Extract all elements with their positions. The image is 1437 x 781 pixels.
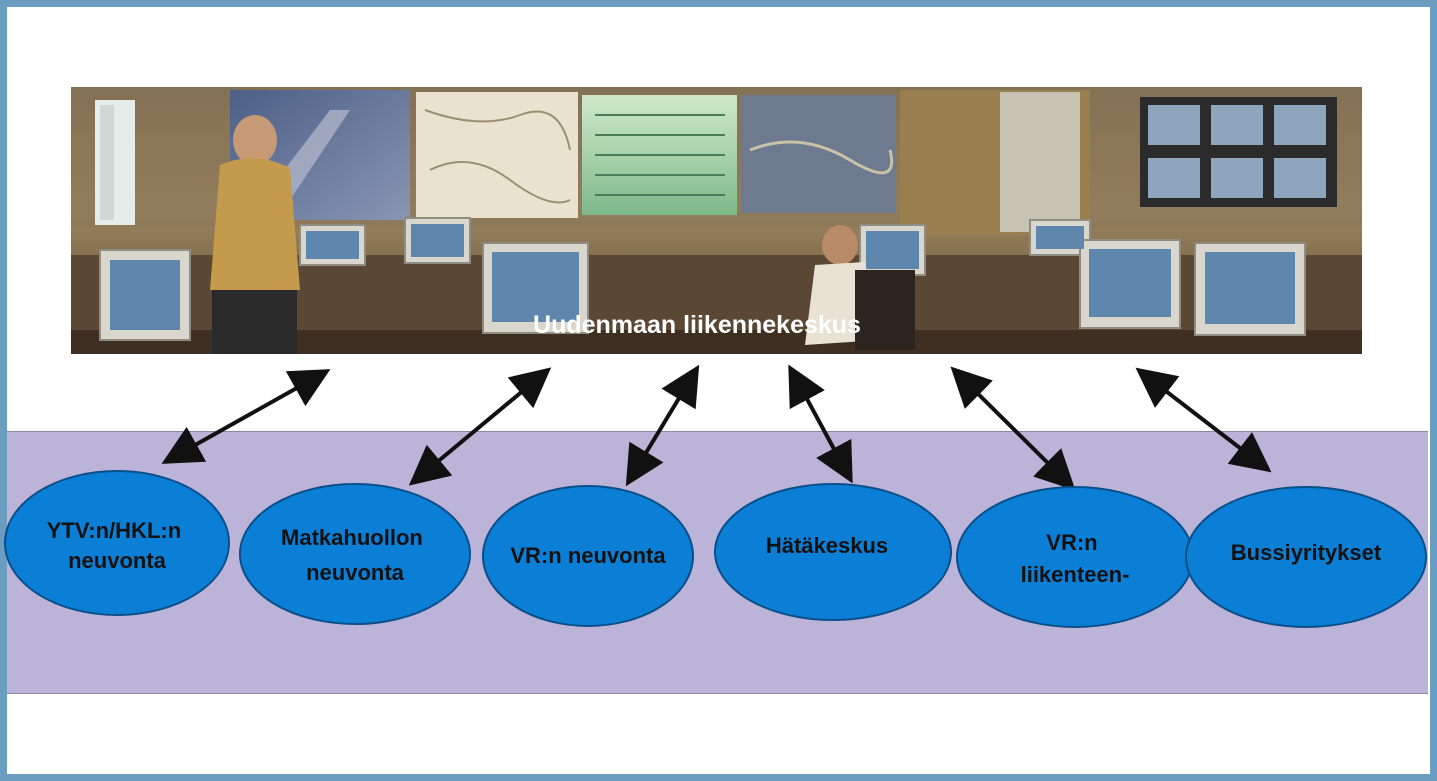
svg-text:Matkahuollon neuvonta: Matkahuollon neuvonta (281, 525, 429, 585)
svg-text:Bussiyritykset: Bussiyritykset (1231, 540, 1382, 565)
node-vrlii-line-1: VR:n (1046, 530, 1097, 555)
node-matka-line-2: neuvonta (306, 560, 405, 585)
node-ytv-line-1: YTV:n/HKL:n (47, 518, 181, 543)
node-hata: Hätäkeskus (714, 483, 952, 621)
arrow-matka (408, 367, 552, 486)
svg-text:YTV:n/HKL:n neuvonta: YTV:n/HKL:n neuvonta (47, 518, 188, 573)
node-vrneu: VR:n neuvonta (482, 485, 694, 627)
svg-text:Hätäkeskus: Hätäkeskus (766, 533, 888, 558)
arrow-hata (788, 364, 853, 484)
node-bussi-line-1: Bussiyritykset (1231, 540, 1382, 565)
control-room-photo: Uudenmaan liikennekeskus (71, 87, 1362, 354)
connection-arrows (161, 364, 1272, 491)
svg-text:VR:n liikenteen-: VR:n liikenteen- (1021, 530, 1130, 587)
arrow-vrlii (950, 366, 1076, 491)
svg-text:VR:n neuvonta: VR:n neuvonta (510, 543, 666, 568)
node-vrlii: VR:n liikenteen- (956, 486, 1194, 628)
node-vrneu-line-1: VR:n neuvonta (510, 543, 666, 568)
node-matka: Matkahuollon neuvonta (239, 483, 471, 625)
node-ytv-line-2: neuvonta (68, 548, 167, 573)
node-matka-line-1: Matkahuollon (281, 525, 423, 550)
node-ytv: YTV:n/HKL:n neuvonta (4, 470, 230, 616)
arrow-ytv (161, 369, 331, 464)
partner-nodes: YTV:n/HKL:n neuvonta Matkahuollon neuvon… (4, 470, 1427, 628)
arrow-bussi (1135, 367, 1272, 473)
node-bussi: Bussiyritykset (1185, 486, 1427, 628)
arrow-vrneu (625, 364, 700, 487)
node-vrlii-line-2: liikenteen- (1021, 562, 1130, 587)
node-hata-line-1: Hätäkeskus (766, 533, 888, 558)
center-label: Uudenmaan liikennekeskus (533, 311, 861, 339)
